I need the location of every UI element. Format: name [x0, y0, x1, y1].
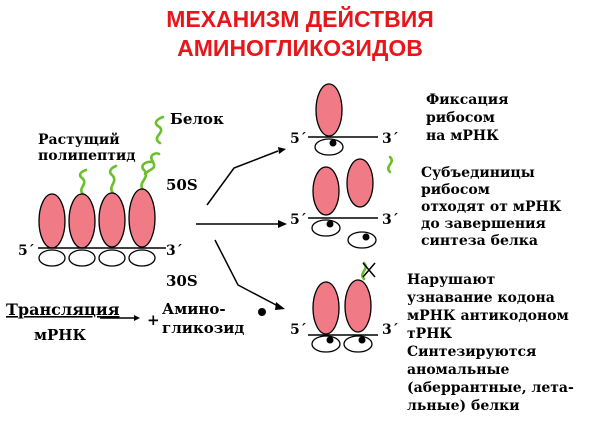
effect3-line-2: узнавание кодона	[407, 290, 555, 306]
translation-label: Трансляция	[6, 300, 120, 319]
mrna-3prime-label: 3´	[166, 243, 183, 259]
effect3-line-1: Нарушают	[407, 272, 496, 288]
aminoglycoside-molecule	[258, 308, 266, 316]
effect-arrows	[196, 147, 287, 310]
large-subunit	[128, 188, 156, 248]
small-subunit	[314, 138, 344, 156]
effect2-line-2: рибосом	[421, 182, 490, 198]
small-subunit	[343, 335, 373, 353]
effect1-5prime: 5´	[290, 131, 307, 147]
effect2-line-5: синтеза белка	[421, 233, 538, 249]
effect2-5prime: 5´	[290, 212, 307, 228]
small-subunit	[128, 249, 156, 267]
large-subunit	[38, 193, 66, 249]
effect3-line-5: Синтезируются	[407, 344, 536, 360]
detached-large-subunit	[346, 158, 374, 208]
arrow-head	[278, 220, 287, 228]
effect2-line-3: отходят от мРНК	[421, 199, 562, 215]
protein-label: Белок	[170, 110, 224, 128]
arrow-head	[278, 147, 286, 154]
effect2-3prime: 3´	[382, 212, 399, 228]
plus-sign: +	[147, 311, 160, 329]
growing-polypeptide-label-1: Растущий	[38, 131, 120, 148]
ribosome-misreading	[308, 261, 378, 353]
arrow-head	[275, 302, 285, 310]
effect2-line-4: до завершения	[421, 216, 546, 232]
small-subunit	[68, 249, 96, 267]
growing-polypeptide-label-2: полипептид	[38, 148, 136, 164]
subunit-50s-label: 50S	[166, 176, 198, 194]
large-subunit	[344, 279, 372, 333]
free-protein-chain	[154, 115, 165, 145]
small-subunit	[311, 335, 341, 353]
aminoglycoside-bound	[362, 233, 370, 241]
polypeptide-chain	[78, 168, 88, 196]
ribosome-fixed	[308, 83, 378, 156]
polypeptide-chain	[108, 164, 118, 195]
effect3-5prime: 5´	[290, 322, 307, 338]
aminoglycoside-bound	[358, 336, 366, 344]
effect1-line-2: рибосом	[426, 110, 495, 126]
aminoglycoside-bound	[329, 139, 337, 147]
large-subunit	[98, 192, 126, 248]
subunit-30s-label: 30S	[166, 272, 198, 290]
small-subunit	[38, 249, 66, 267]
large-subunit	[312, 166, 340, 216]
translation-arrow-head	[134, 315, 140, 321]
small-subunit	[98, 249, 126, 267]
title-line-2: АМИНОГЛИКОЗИДОВ	[177, 35, 423, 61]
effect2-line-1: Субъединицы	[421, 165, 535, 181]
detached-small-subunit	[347, 231, 377, 249]
effect3-line-3: мРНК антикодоном	[407, 308, 569, 324]
mrna-label: мРНК	[34, 326, 86, 344]
polypeptide-chain	[140, 160, 153, 192]
aminoglycoside-bound	[326, 220, 334, 228]
effect1-line-1: Фиксация	[426, 92, 508, 108]
large-subunit	[68, 193, 96, 249]
polysome	[38, 152, 166, 267]
effect1-3prime: 3´	[382, 131, 399, 147]
ribosome-dissociating	[308, 155, 393, 249]
effect3-3prime: 3´	[382, 322, 399, 338]
effect1-line-3: на мРНК	[426, 128, 499, 144]
block-cross-icon	[362, 262, 376, 278]
effect3-line-7: (аберрантные, лета-	[407, 380, 574, 396]
aminoglycoside-label-1: Амино-	[162, 300, 226, 318]
large-subunit	[312, 281, 340, 335]
incomplete-polypeptide	[387, 155, 393, 174]
effect3-line-4: тРНК	[407, 326, 452, 342]
aminoglycoside-bound	[326, 336, 334, 344]
mrna-5prime-label: 5´	[18, 243, 35, 259]
large-subunit	[315, 83, 343, 137]
effect3-line-6: аномальные	[407, 362, 510, 378]
arrow-to-effect-3	[214, 239, 279, 307]
title-line-1: МЕХАНИЗМ ДЕЙСТВИЯ	[166, 5, 434, 32]
arrow-to-effect-1	[206, 150, 279, 206]
polypeptide-chain	[143, 152, 161, 176]
small-subunit	[311, 219, 341, 237]
aminoglycoside-label-2: гликозид	[162, 319, 244, 337]
effect3-line-8: льные) белки	[407, 398, 520, 414]
